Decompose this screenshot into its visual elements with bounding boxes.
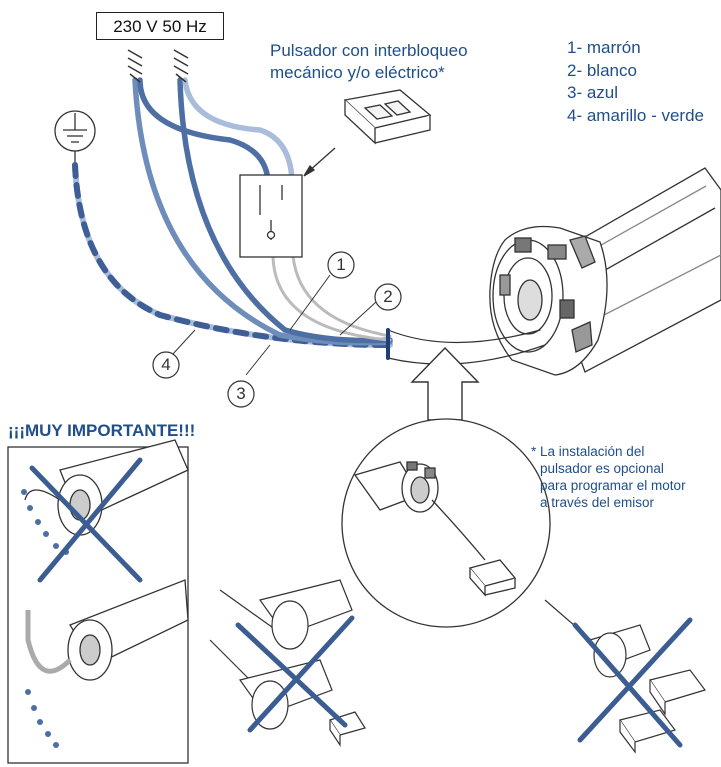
callout-circles bbox=[152, 251, 402, 408]
motor-icon bbox=[489, 167, 721, 376]
legend-item: 4- amarillo - verde bbox=[567, 105, 704, 125]
detail-magnifier bbox=[341, 418, 551, 628]
callout-leaders bbox=[171, 274, 377, 376]
footnote-line: para programar el motor bbox=[540, 478, 686, 493]
warning-title: ¡¡¡MUY IMPORTANTE!!! bbox=[8, 421, 196, 440]
legend-item: 3- azul bbox=[567, 83, 619, 102]
callout-4: 4 bbox=[161, 355, 171, 374]
cross-icon bbox=[29, 457, 143, 583]
legend-item: 1- marrón bbox=[567, 38, 641, 57]
pushbutton-label-line2: mecánico y/o eléctrico* bbox=[270, 63, 445, 82]
footnote-star: * bbox=[531, 444, 537, 459]
footnote: * La instalación del pulsador es opciona… bbox=[531, 443, 686, 511]
pointer-arrow bbox=[303, 147, 336, 177]
arrow-up-icon bbox=[410, 346, 480, 421]
callout-1: 1 bbox=[336, 255, 346, 274]
cross-icon bbox=[572, 617, 693, 748]
footnote-line: a través del emisor bbox=[540, 495, 655, 510]
pushbutton-label: Pulsador con interbloqueo mecánico y/o e… bbox=[270, 40, 468, 84]
earth-ground-icon bbox=[54, 110, 96, 165]
wires bbox=[72, 77, 546, 365]
double-button-wrong bbox=[544, 599, 706, 754]
legend-item: 2- blanco bbox=[567, 60, 637, 80]
callout-2: 2 bbox=[383, 287, 393, 306]
cross-icon bbox=[235, 615, 355, 733]
wire-color-legend: 1- marrón 2- blanco 3- azul 4- amarillo … bbox=[567, 37, 704, 127]
warning-box bbox=[7, 439, 189, 764]
footnote-line: La instalación del bbox=[540, 444, 645, 459]
switch-box-icon bbox=[239, 174, 303, 258]
push-button-icon[interactable] bbox=[343, 89, 432, 145]
pushbutton-label-line1: Pulsador con interbloqueo bbox=[270, 41, 468, 60]
wire-ends bbox=[127, 49, 189, 83]
supply-voltage-label: 230 V 50 Hz bbox=[96, 12, 224, 40]
footnote-line: pulsador es opcional bbox=[540, 461, 664, 476]
callout-3: 3 bbox=[236, 384, 246, 403]
